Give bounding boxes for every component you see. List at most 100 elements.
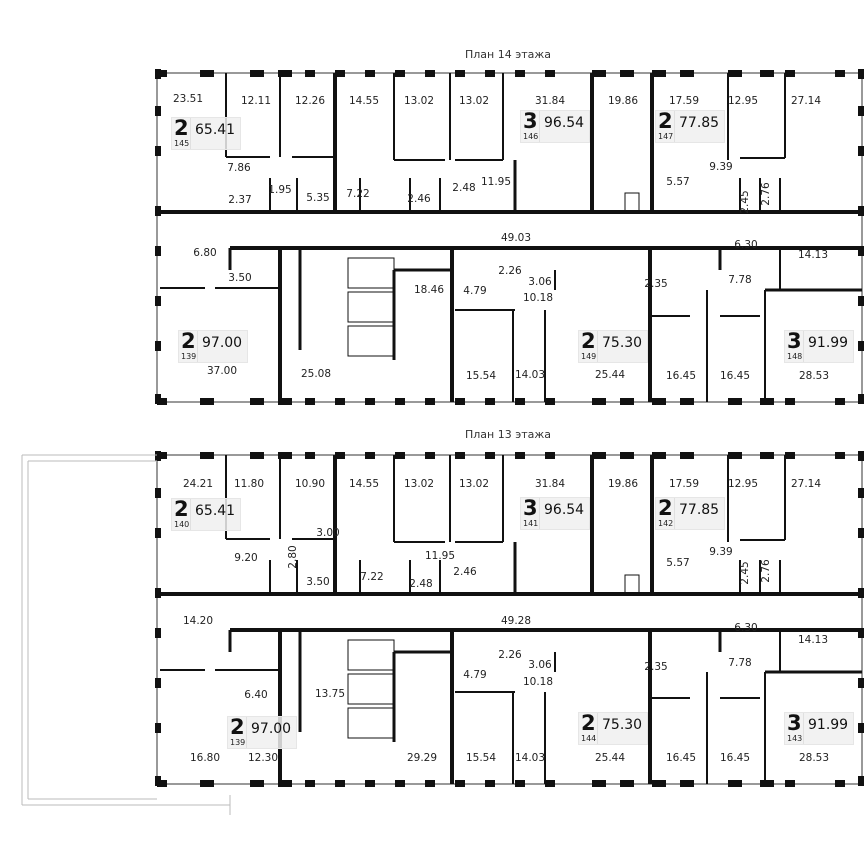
wall-pier: [395, 398, 405, 405]
room-area-label: 25.44: [594, 369, 626, 381]
room-area-label: 1.95: [268, 184, 292, 196]
wall-pier: [305, 780, 315, 787]
wall-pier: [680, 452, 694, 459]
wall-pier: [620, 398, 634, 405]
wall-pier: [155, 678, 161, 688]
apartment-total-area: 91.99: [808, 717, 849, 733]
apartment-room-count: 3: [523, 496, 538, 520]
wall-pier: [680, 70, 694, 77]
wall-pier: [858, 628, 864, 638]
room-area-label: 2.76: [760, 182, 772, 206]
room-area-label: 4.79: [463, 285, 487, 297]
apartment-number: 149: [581, 352, 597, 361]
wall-pier: [785, 70, 795, 77]
wall-pier: [155, 451, 161, 461]
room-area-label: 11.95: [424, 550, 456, 562]
wall-pier: [858, 488, 864, 498]
wall-pier: [785, 452, 795, 459]
room-area-label: 14.03: [514, 752, 546, 764]
apartment-room-count: 2: [658, 496, 673, 520]
room-area-label: 17.59: [668, 478, 700, 490]
wall-pier: [545, 780, 555, 787]
apartment-total-area: 96.54: [544, 115, 585, 131]
apartment-number: 148: [787, 352, 803, 361]
apartment-total-area: 65.41: [195, 122, 236, 138]
wall-pier: [155, 723, 161, 733]
room-area-label: 2.76: [760, 559, 772, 583]
wall-pier: [835, 780, 845, 787]
room-area-label: 2.35: [644, 278, 668, 290]
wall-pier: [728, 780, 742, 787]
room-area-label: 9.39: [709, 546, 733, 558]
room-area-label: 3.06: [528, 276, 552, 288]
wall-pier: [760, 70, 774, 77]
wall-pier: [858, 69, 864, 79]
room-area-label: 3.06: [528, 659, 552, 671]
wall-pier: [858, 776, 864, 786]
wall-pier: [835, 398, 845, 405]
room-area-label: 6.80: [193, 247, 217, 259]
wall-pier: [652, 70, 666, 77]
wall-pier: [858, 341, 864, 351]
room-area-label: 13.75: [314, 688, 346, 700]
wall-pier: [155, 488, 161, 498]
wall-pier: [728, 452, 742, 459]
room-area-label: 2.80: [287, 545, 299, 569]
wall-pier: [455, 452, 465, 459]
room-area-label: 27.14: [790, 95, 822, 107]
apartment-room-count: 3: [787, 329, 802, 353]
room-area-label: 6.30: [734, 239, 758, 251]
apartment-total-area: 77.85: [679, 115, 720, 131]
room-area-label: 25.08: [300, 368, 332, 380]
apartment-total-area: 77.85: [679, 502, 720, 518]
wall-pier: [858, 296, 864, 306]
room-area-label: 18.46: [413, 284, 445, 296]
room-area-label: 7.78: [728, 274, 752, 286]
wall-pier: [278, 780, 292, 787]
wall-pier: [515, 398, 525, 405]
wall-pier: [728, 398, 742, 405]
wall-pier: [305, 452, 315, 459]
room-area-label: 13.02: [458, 95, 490, 107]
room-area-label: 13.02: [403, 478, 435, 490]
room-area-label: 11.95: [480, 176, 512, 188]
wall-pier: [155, 628, 161, 638]
room-area-label: 9.39: [709, 161, 733, 173]
room-area-label: 15.54: [465, 752, 497, 764]
wall-pier: [155, 246, 161, 256]
room-area-label: 37.00: [206, 365, 238, 377]
room-area-label: 17.59: [668, 95, 700, 107]
wall-pier: [760, 780, 774, 787]
room-area-label: 2.46: [407, 193, 431, 205]
wall-pier: [278, 398, 292, 405]
wall-pier: [858, 678, 864, 688]
wall-pier: [545, 70, 555, 77]
wall-pier: [250, 70, 264, 77]
room-area-label: 31.84: [534, 95, 566, 107]
wall-pier: [155, 146, 161, 156]
room-area-label: 16.45: [719, 370, 751, 382]
wall-pier: [485, 780, 495, 787]
wall-pier: [485, 70, 495, 77]
apartment-total-area: 91.99: [808, 335, 849, 351]
wall-pier: [485, 452, 495, 459]
apartment-number: 146: [523, 132, 539, 141]
apartment-number: 139: [230, 738, 246, 747]
